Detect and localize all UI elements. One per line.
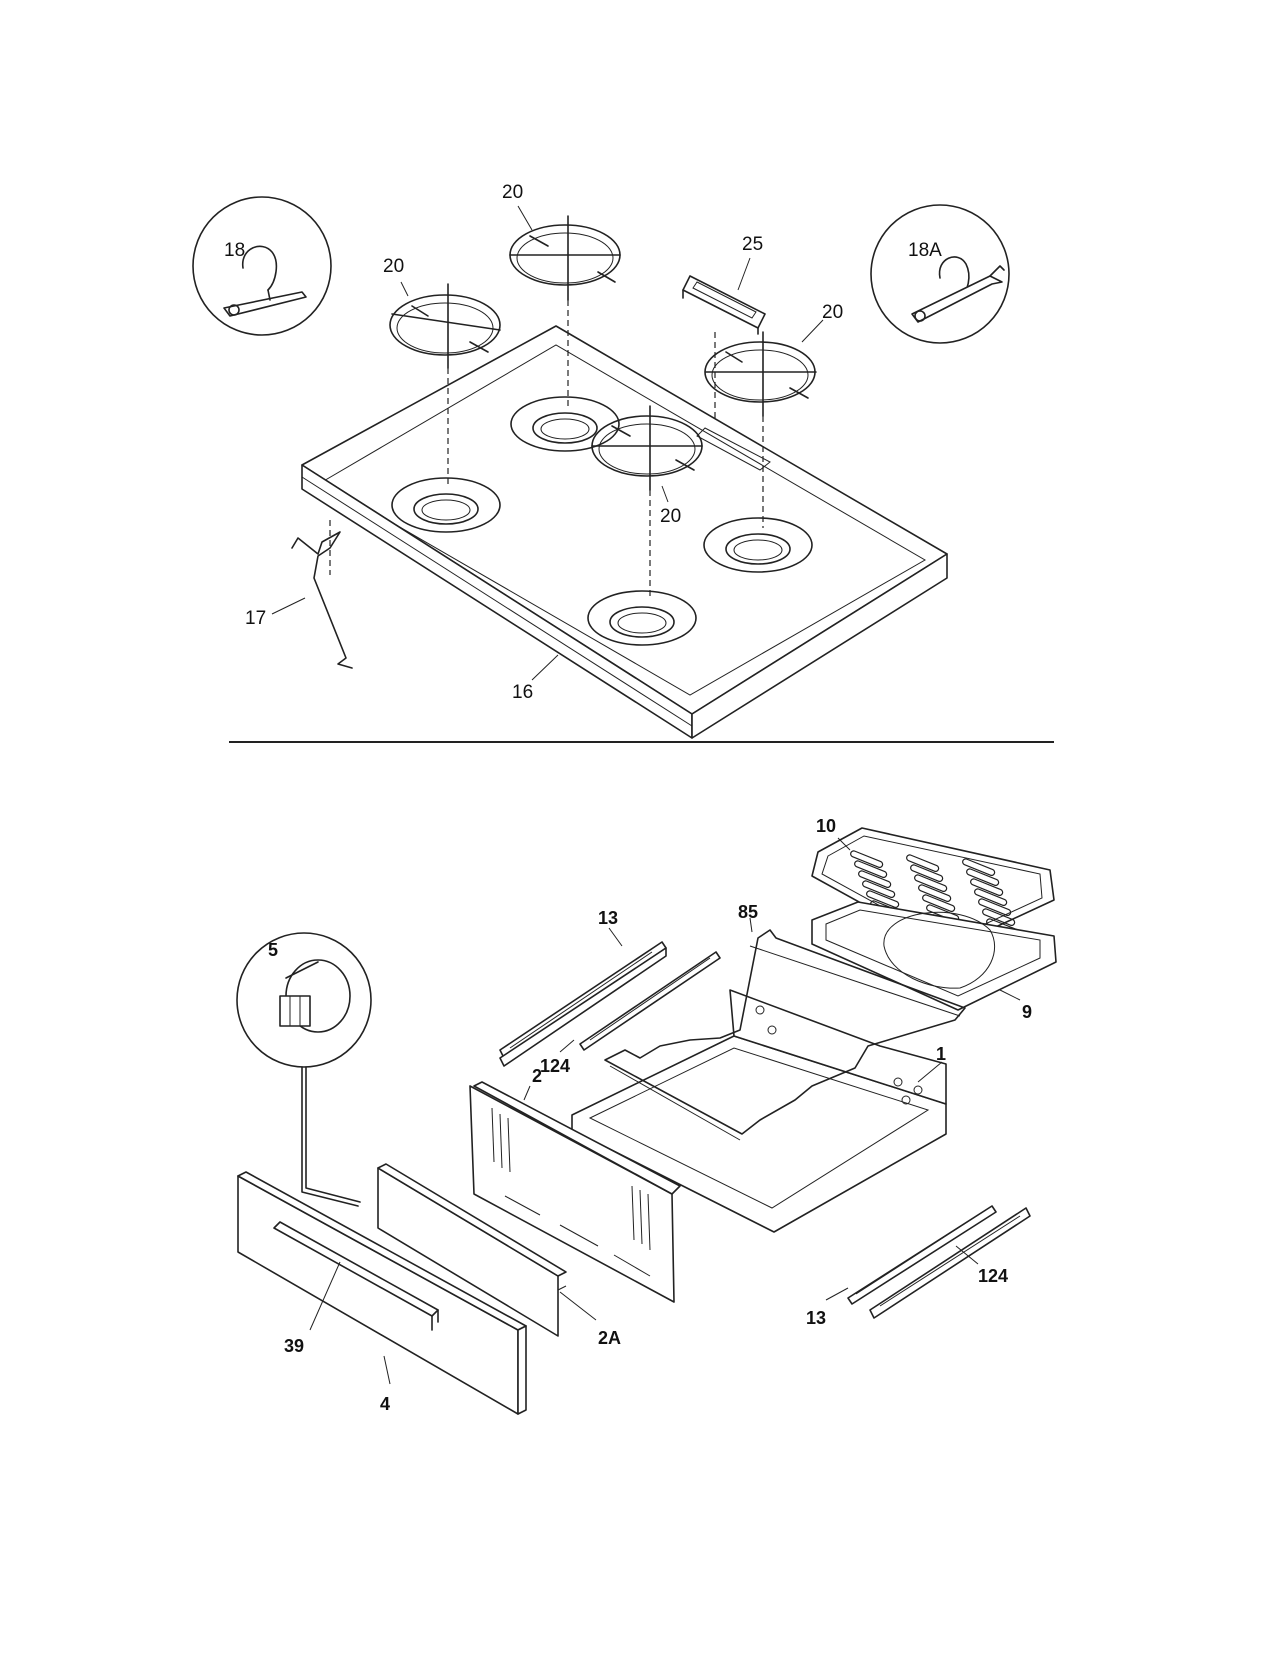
broil-grid-slot — [918, 884, 952, 902]
broil-grid-slot — [982, 908, 1016, 926]
part-25-bracket — [682, 275, 766, 335]
burner-well-front-left — [391, 477, 501, 533]
broil-grid-slot — [910, 864, 944, 882]
callout-20-top: 20 — [502, 182, 523, 203]
callout-5: 5 — [268, 940, 278, 960]
cooktop-16 — [301, 325, 948, 739]
bottom-callouts: 10 9 85 13 124 2 1 5 2A 124 13 39 4 — [268, 816, 1032, 1414]
broil-grid-slot — [858, 870, 892, 888]
callout-25: 25 — [742, 234, 763, 255]
rail-13-top — [499, 941, 667, 1067]
callout-13-bottom: 13 — [806, 1308, 826, 1328]
panel-2 — [469, 1081, 681, 1303]
grate-20-left — [389, 283, 501, 369]
burner-well-front-right — [587, 590, 697, 646]
broil-grid-slot — [906, 854, 940, 872]
burner-well-back-right — [703, 517, 813, 573]
callout-20-right: 20 — [822, 302, 843, 323]
panel-2a — [377, 1163, 567, 1337]
callout-13-top: 13 — [598, 908, 618, 928]
rail-124-bottom — [869, 1207, 1031, 1319]
grate-20-top — [509, 215, 621, 301]
rack-85 — [604, 929, 966, 1141]
callout-20-center: 20 — [660, 506, 681, 527]
broil-grid-slot — [922, 894, 956, 912]
grate-20-right — [704, 331, 817, 417]
callout-9: 9 — [1022, 1002, 1032, 1022]
broil-grid-slot — [974, 888, 1008, 906]
detail-circle-18 — [192, 196, 332, 336]
callout-20-left: 20 — [383, 256, 404, 277]
callout-2a: 2A — [598, 1328, 621, 1348]
callout-16: 16 — [512, 682, 533, 703]
detail-circle-18a — [870, 204, 1010, 344]
detail-circle-5 — [236, 932, 372, 1207]
callout-18: 18 — [224, 240, 245, 261]
broil-grid-slot — [914, 874, 948, 892]
rail-124-top — [579, 951, 721, 1051]
callout-17: 17 — [245, 608, 266, 629]
broil-grid-slot — [866, 890, 900, 908]
broil-grid-slot — [850, 850, 884, 868]
broil-grid-10 — [811, 827, 1055, 956]
burner-well-back-left — [510, 396, 620, 452]
callout-1: 1 — [936, 1044, 946, 1064]
callout-18a: 18A — [908, 240, 942, 261]
drawer-front-4 — [237, 1171, 527, 1415]
broil-grid-slot — [970, 878, 1004, 896]
callout-124-top: 124 — [540, 1056, 570, 1076]
top-callouts: 20 20 20 20 25 18 18A 17 16 — [224, 182, 942, 703]
broil-grid-slot — [978, 898, 1012, 916]
callout-39: 39 — [284, 1336, 304, 1356]
callout-85: 85 — [738, 902, 758, 922]
callout-2: 2 — [532, 1066, 542, 1086]
broil-grid-slot — [854, 860, 888, 878]
drawer-body-1 — [571, 989, 947, 1233]
callout-124-bottom: 124 — [978, 1266, 1008, 1286]
broil-grid-slot — [862, 880, 896, 898]
broil-pan-9 — [811, 901, 1057, 1011]
callout-10: 10 — [816, 816, 836, 836]
broil-grid-slot — [966, 868, 1000, 886]
part-17-rod — [291, 520, 353, 669]
grate-20-center — [591, 405, 703, 491]
broil-grid-slot — [962, 858, 996, 876]
rail-13-bottom — [847, 1205, 997, 1305]
callout-4: 4 — [380, 1394, 390, 1414]
